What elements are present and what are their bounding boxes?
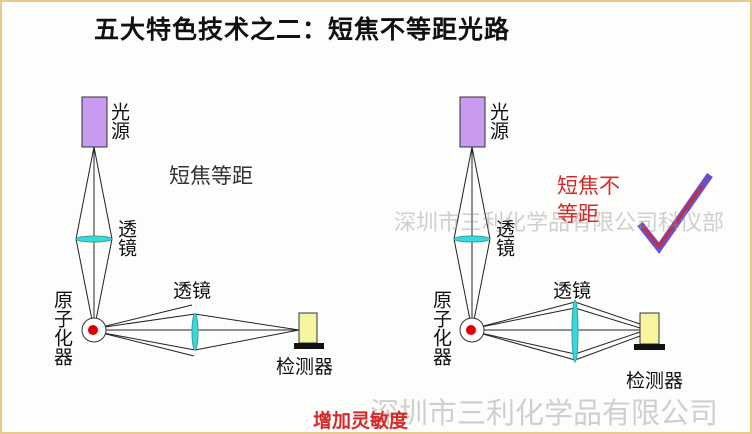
right-light-source-label: 光源 [487, 102, 509, 140]
sensitivity-note: 增加灵敏度 [313, 410, 409, 432]
left-horizontal-lens-label: 透镜 [173, 280, 212, 302]
left-caption: 短焦等距 [169, 164, 253, 188]
left-horizontal-lens [191, 313, 199, 351]
right-atomizer-label: 原子化器 [430, 290, 452, 366]
page-title: 五大特色技术之二：短焦不等距光路 [94, 15, 511, 44]
right-horizontal-beam [472, 301, 641, 361]
left-detector [298, 312, 318, 344]
right-detector-base [634, 344, 665, 350]
left-vertical-lens [75, 235, 113, 243]
right-horizontal-lens [571, 299, 579, 363]
left-light-source [81, 96, 108, 148]
right-detector [639, 312, 660, 345]
right-detector-label: 检测器 [626, 370, 684, 392]
left-atomizer-dot [88, 325, 98, 335]
right-caption-line1: 短焦不 [557, 174, 620, 198]
left-detector-label: 检测器 [276, 356, 334, 378]
right-horizontal-lens-label: 透镜 [553, 280, 592, 302]
left-detector-base [294, 343, 324, 349]
right-vertical-lens [453, 235, 491, 243]
right-atomizer-dot [466, 325, 476, 335]
checkmark-icon [637, 172, 713, 254]
left-vertical-lens-label: 透镜 [115, 219, 137, 257]
left-atomizer-label: 原子化器 [51, 290, 73, 366]
right-light-source [459, 96, 486, 148]
right-vertical-lens-label: 透镜 [493, 219, 515, 257]
right-caption-line2: 等距 [557, 202, 599, 226]
left-light-source-label: 光源 [108, 102, 130, 140]
watermark-top: 深圳市三利化学品有限公司科仪部 [394, 211, 725, 236]
watermark-bottom: 深圳市三利化学品有限公司 [370, 396, 719, 430]
